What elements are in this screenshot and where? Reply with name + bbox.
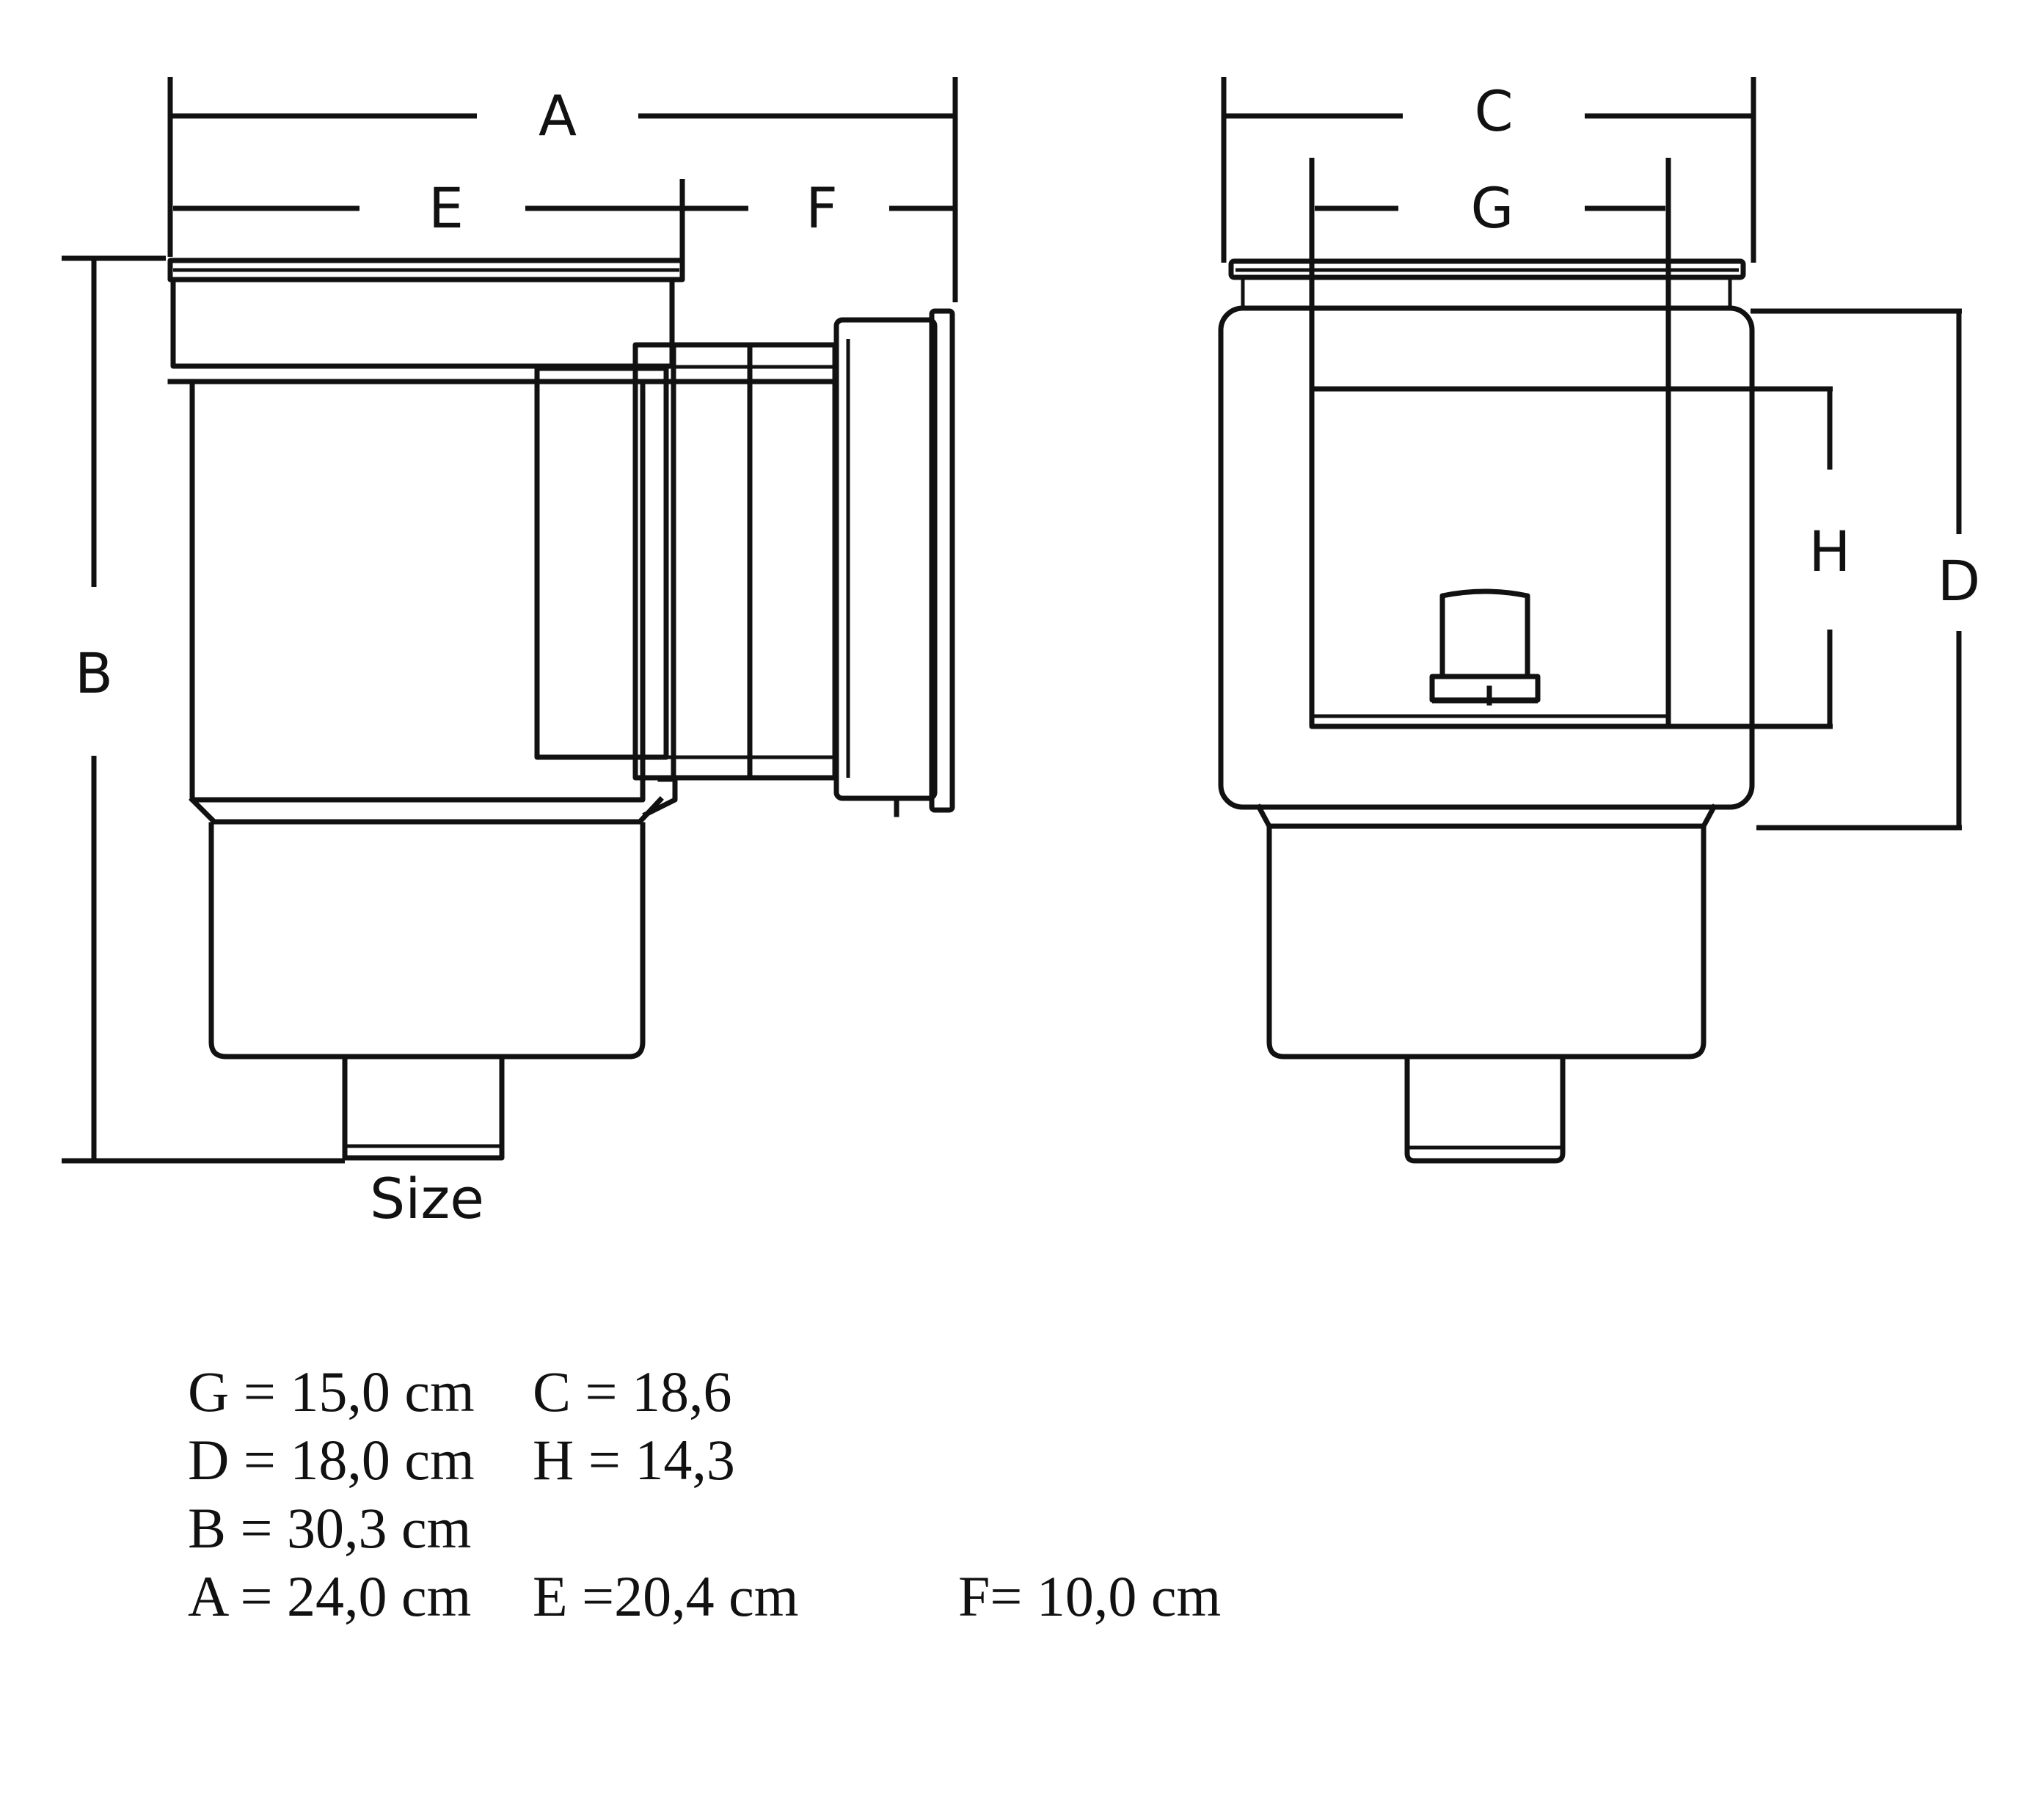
front-view: C G D H [1218, 77, 1981, 1164]
side-faceplate [833, 317, 938, 801]
dimension-label-a: A [539, 83, 577, 148]
dimensions-row: D = 18,0 cm H = 14,3 [188, 1426, 1221, 1494]
front-body [1218, 305, 1755, 810]
side-bottom-housing [208, 822, 646, 1060]
dimension-label-h: H [1808, 519, 1850, 584]
dimension-label-c: C [1474, 79, 1513, 144]
dimensions-row: G = 15,0 cm C = 18,6 [188, 1357, 1221, 1426]
side-upper-collar [170, 277, 675, 369]
side-throat-band-2 [671, 342, 753, 781]
dimension-value-h: H = 14,3 [533, 1428, 735, 1492]
side-faceplate-gasket [929, 308, 955, 813]
dimension-value-c: C = 18,6 [533, 1360, 732, 1423]
front-outlet-pipe [1404, 1054, 1566, 1164]
dimension-h: H [1315, 386, 1851, 729]
dimension-d: D [1751, 308, 1981, 831]
dimension-value-f: F= 10,0 cm [958, 1564, 1222, 1628]
dimension-label-e: E [428, 175, 464, 241]
dimension-a: A [167, 77, 958, 302]
dimensions-table: G = 15,0 cm C = 18,6 D = 18,0 cm H = 14,… [188, 1357, 1221, 1630]
dimensions-row: A = 24,0 cm E =20,4 cm F= 10,0 cm [188, 1562, 1221, 1630]
dimension-label-g: G [1471, 175, 1514, 241]
front-lid-flange [1228, 258, 1746, 280]
front-bottom-housing [1266, 823, 1707, 1060]
dimension-value-b: B = 30,3 cm [188, 1496, 472, 1560]
dimension-value-empty [533, 1494, 958, 1562]
dimension-e-f: E F [173, 175, 955, 264]
dimension-label-d: D [1938, 548, 1981, 613]
dimension-value-a: A = 24,0 cm [188, 1564, 472, 1628]
size-label: Size [370, 1166, 484, 1231]
side-throat-band-3 [747, 342, 838, 781]
dimension-label-b: B [75, 641, 113, 706]
dimension-value-g: G = 15,0 cm [188, 1360, 475, 1423]
side-body [189, 379, 646, 803]
side-view: A E F B [62, 77, 958, 1231]
dimension-c: C [1221, 77, 1756, 263]
dimensions-row: B = 30,3 cm [188, 1494, 1221, 1562]
side-outlet-pipe [342, 1054, 505, 1161]
dimension-value-e: E =20,4 cm [533, 1564, 799, 1628]
dimension-label-f: F [806, 175, 838, 241]
side-weir-chamber [534, 365, 669, 760]
front-weir-float-base [1429, 674, 1541, 703]
dimension-value-d: D = 18,0 cm [188, 1428, 475, 1492]
dimension-g: G [1309, 158, 1671, 726]
front-weir-float [1439, 588, 1530, 679]
front-mouth-opening [1309, 386, 1671, 729]
dimension-b: B [62, 255, 345, 1164]
